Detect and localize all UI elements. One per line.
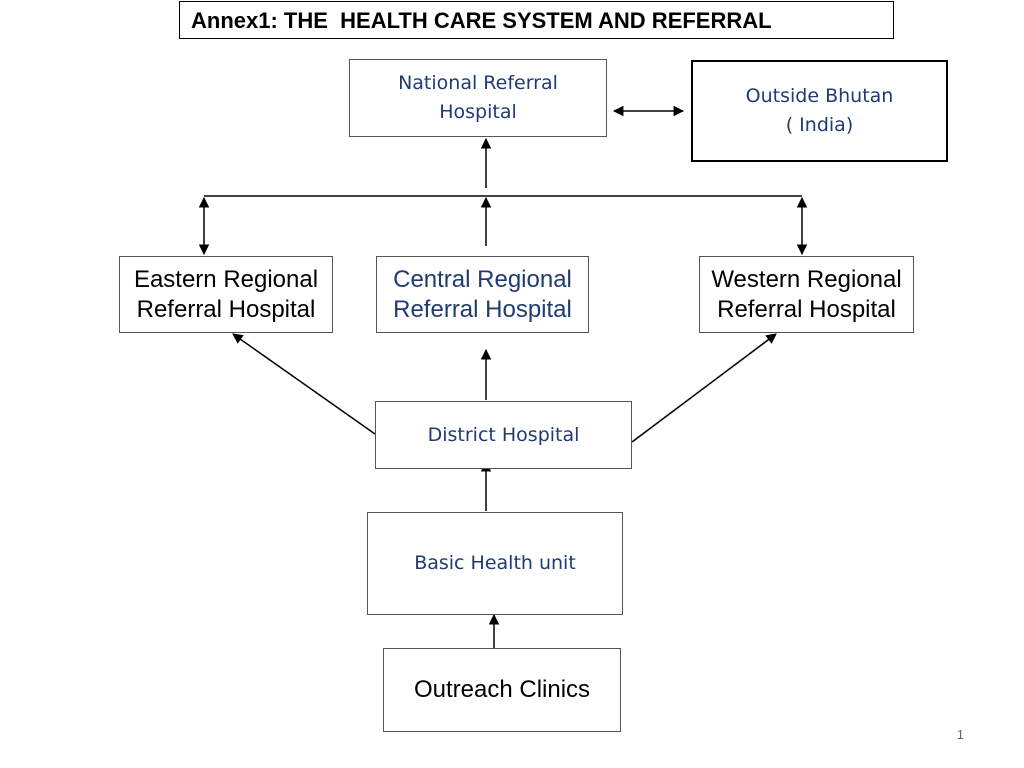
bhu-label: Basic Health unit	[414, 552, 576, 574]
outside-line2: ( India)	[785, 114, 854, 136]
eastern-line2: Referral Hospital	[136, 295, 316, 323]
arrow-district-eastern	[232, 333, 376, 435]
western-regional-box: Western Regional Referral Hospital	[699, 256, 914, 333]
outside-bhutan-box: Outside Bhutan ( India)	[691, 60, 948, 162]
western-line2: Referral Hospital	[717, 295, 896, 323]
eastern-line1: Eastern Regional	[133, 265, 319, 293]
district-label: District Hospital	[427, 423, 580, 446]
national-line2: Hospital	[439, 101, 517, 123]
central-regional-box: Central Regional Referral Hospital	[376, 256, 589, 333]
national-referral-hospital-box: National Referral Hospital	[349, 59, 607, 137]
national-line1: National Referral	[398, 72, 558, 94]
page-number: 1	[956, 727, 964, 742]
district-hospital-box: District Hospital	[375, 401, 632, 469]
central-line1: Central Regional	[393, 265, 572, 293]
arrow-district-western	[631, 333, 777, 443]
outside-line1: Outside Bhutan	[745, 85, 894, 107]
eastern-regional-box: Eastern Regional Referral Hospital	[119, 256, 333, 333]
outreach-clinics-box: Outreach Clinics	[383, 648, 621, 732]
basic-health-unit-box: Basic Health unit	[367, 512, 623, 615]
central-line2: Referral Hospital	[393, 295, 572, 323]
slide-title: Annex1: THE HEALTH CARE SYSTEM AND REFER…	[179, 1, 894, 39]
outreach-label: Outreach Clinics	[413, 676, 591, 703]
western-line1: Western Regional	[711, 265, 902, 293]
